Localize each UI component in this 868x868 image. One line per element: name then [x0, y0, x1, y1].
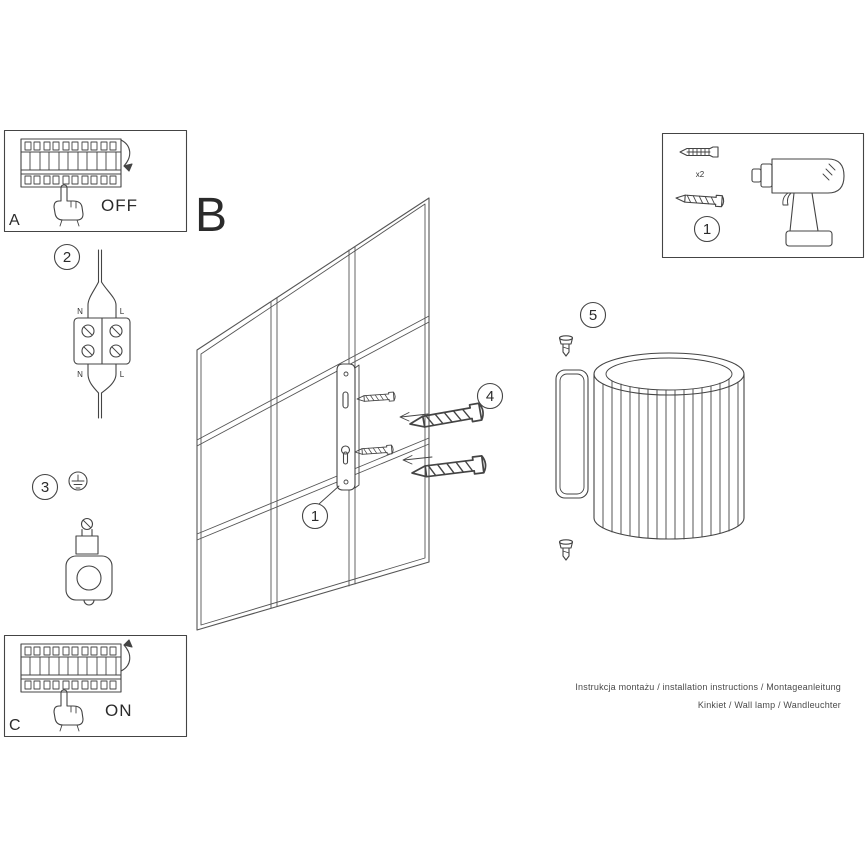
flip-up-arrow-icon [120, 639, 133, 672]
wires-bottom [87, 363, 117, 394]
terminal-l-top: L [120, 307, 125, 316]
step-3-number: 3 [41, 479, 49, 496]
step-2-badge [53, 243, 81, 271]
step-5-number: 5 [589, 307, 597, 324]
terminal-n-top: N [77, 307, 83, 316]
wiring-diagram: 2 N L N L [53, 243, 131, 419]
lamp-back-plate [555, 369, 589, 499]
footer-line2: Kinkiet / Wall lamp / Wandleuchter [697, 700, 841, 710]
lamp-drawing: 5 [555, 301, 745, 561]
wires-top [87, 281, 117, 319]
panel-a-group: OFF A [3, 129, 188, 233]
step-2-number: 2 [63, 249, 71, 266]
breaker-panel-drawing-c [20, 643, 122, 693]
step-4-number: 4 [486, 388, 494, 405]
fixing-screws-drawing: 4 [399, 382, 504, 483]
step-5-badge [579, 301, 607, 329]
off-label: OFF [101, 196, 138, 215]
ground-connector-diagram: 3 [31, 471, 113, 606]
step-1-leader-line [318, 485, 340, 505]
lamp-screw-top [558, 335, 574, 357]
panel-a-label: A [9, 212, 20, 229]
on-label: ON [105, 701, 133, 720]
arrow-left-icon-2 [402, 455, 433, 465]
quantity-note: x2 [696, 170, 705, 179]
mounting-bracket-drawing: 1 [301, 363, 396, 530]
section-b-label: B [195, 189, 227, 242]
toolbox-step-number: 1 [703, 221, 711, 238]
step-3-badge [31, 473, 59, 501]
cable-top [97, 249, 103, 283]
toolbox-group: x2 1 [661, 132, 865, 259]
earth-symbol-icon [68, 471, 88, 491]
lamp-cylinder [593, 352, 745, 540]
terminal-l-bottom: L [120, 370, 125, 379]
step-4-badge [476, 382, 504, 410]
breaker-panel-drawing-a [20, 138, 122, 188]
step-1-badge [301, 502, 329, 530]
panel-c-group: ON C [3, 634, 188, 738]
toolbox-step-badge [693, 215, 721, 243]
flip-down-arrow-icon [120, 139, 133, 172]
footer-caption: Instrukcja montażu / installation instru… [575, 678, 841, 714]
cable-bottom [97, 392, 103, 419]
panel-c-label: C [9, 717, 21, 734]
footer-line1: Instrukcja montażu / installation instru… [575, 682, 841, 692]
terminal-n-bottom: N [77, 370, 83, 379]
drill-icon [751, 158, 845, 247]
arrow-left-icon-1 [399, 412, 429, 422]
lamp-screw-bottom [558, 539, 574, 561]
wall-drawing [196, 197, 430, 631]
lamp-flutes [602, 378, 739, 540]
terminal-block [73, 317, 131, 365]
lamp-connector-drawing [65, 517, 113, 606]
step-1-number: 1 [311, 508, 319, 525]
